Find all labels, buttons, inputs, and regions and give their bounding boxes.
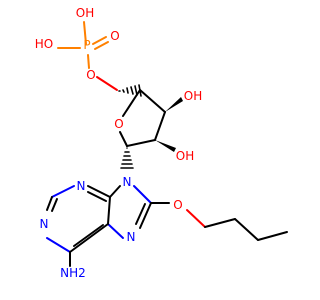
- bond-c4-n3-inner: [87, 191, 107, 202]
- label-n7: N: [127, 230, 136, 244]
- bond-c4-n9: [109, 185, 121, 198]
- bond-butyl-c1-c2: [204, 218, 236, 228]
- label-phosphorus: P: [83, 38, 90, 52]
- label-hydroxyl-upper: OH: [184, 89, 202, 103]
- label-hydroxyl-lower: OH: [176, 149, 194, 163]
- label-phosphoryl-o: O: [110, 29, 119, 43]
- bond-p-o-double-a: [92, 36, 107, 45]
- bond-p-oh-top: [83, 21, 87, 45]
- molecule-structure: OH HO P O O O OH OH N N N N O NH2: [0, 0, 300, 300]
- bonds: [46, 21, 288, 267]
- bond-n1-c6: [46, 237, 71, 253]
- label-n9: N: [123, 175, 132, 189]
- canvas-background: [0, 0, 300, 300]
- label-n-top: N: [77, 179, 86, 193]
- bond-p-bridge-o: [87, 54, 90, 69]
- bond-butyl-c2-c3: [234, 218, 259, 241]
- label-butoxy-o: O: [173, 198, 182, 212]
- bond-c8-n7-b: [135, 203, 146, 225]
- bond-n9-c8: [133, 185, 152, 204]
- label-amine: NH2: [60, 266, 86, 280]
- bond-c2-oh-wedge: [155, 140, 176, 152]
- bond-o-butyl-c1: [186, 209, 206, 228]
- atom-labels: OH HO P O O O OH OH N N N N O NH2: [35, 6, 202, 280]
- bond-c4-n3: [87, 185, 111, 198]
- label-ring-o: O: [114, 117, 123, 131]
- bond-c2-n1-b: [51, 198, 58, 212]
- bond-c4-c3: [139, 89, 166, 113]
- label-bridge-o: O: [86, 68, 95, 82]
- label-n-left: N: [40, 217, 49, 231]
- bond-p-o-double-b: [94, 41, 109, 50]
- bond-c2-n1-a: [46, 196, 53, 211]
- bond-c1-ring-o: [119, 131, 128, 147]
- bond-c3-oh-wedge: [165, 97, 183, 112]
- bond-n7-c5: [107, 223, 124, 239]
- bond-n3-c2: [51, 185, 75, 198]
- bond-butyl-c3-c4: [257, 231, 288, 241]
- bond-c8-n7-a: [139, 202, 152, 229]
- bond-c1-n9-hashed: [120, 147, 134, 169]
- bond-ring-o-c4: [122, 89, 141, 117]
- bond-c5-c4: [107, 196, 111, 225]
- bond-c6-c5: [69, 223, 109, 253]
- bond-c3-c2: [154, 111, 166, 141]
- bond-c6-c5-inner: [73, 224, 104, 247]
- bond-bridge-o-ch2: [96, 76, 118, 91]
- bond-c2-c1: [126, 139, 156, 147]
- label-phosphate-oh-top: OH: [76, 6, 94, 20]
- label-phosphate-ho-left: HO: [35, 37, 53, 51]
